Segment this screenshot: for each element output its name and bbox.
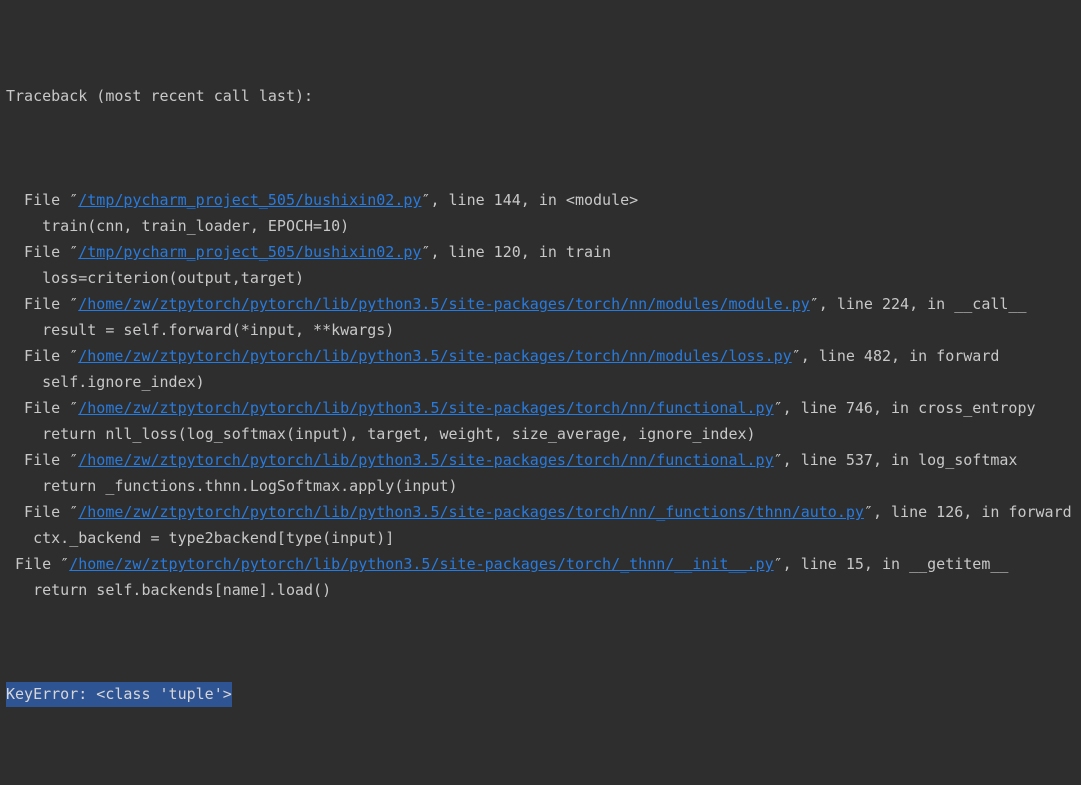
frame-suffix: ″, line 224, in __call__ [809,295,1027,313]
frame-suffix: ″, line 15, in __getitem__ [773,555,1009,573]
file-path-link[interactable]: /home/zw/ztpytorch/pytorch/lib/python3.5… [78,399,774,417]
frame-prefix: File ″ [6,347,79,365]
frame-prefix: File ″ [6,191,79,209]
traceback-code-line: return _functions.thnn.LogSoftmax.apply(… [0,473,1081,499]
traceback-header: Traceback (most recent call last): [6,87,314,105]
file-path-link[interactable]: /home/zw/ztpytorch/pytorch/lib/python3.5… [78,295,810,313]
frame-prefix: File ″ [6,295,79,313]
error-line[interactable]: KeyError: <class 'tuple'> [0,681,1081,707]
traceback-frame-line[interactable]: File ″/home/zw/ztpytorch/pytorch/lib/pyt… [0,551,1081,577]
traceback-frame-line[interactable]: File ″/home/zw/ztpytorch/pytorch/lib/pyt… [0,395,1081,421]
traceback-frame-line[interactable]: File ″/home/zw/ztpytorch/pytorch/lib/pyt… [0,499,1081,525]
traceback-frame-line[interactable]: File ″/tmp/pycharm_project_505/bushixin0… [0,239,1081,265]
frame-prefix: File ″ [6,451,79,469]
traceback-lines: File ″/tmp/pycharm_project_505/bushixin0… [0,187,1081,603]
traceback-frame-line[interactable]: File ″/home/zw/ztpytorch/pytorch/lib/pyt… [0,343,1081,369]
frame-suffix: ″, line 746, in cross_entropy [773,399,1036,417]
frame-prefix: File ″ [6,243,79,261]
file-path-link[interactable]: /home/zw/ztpytorch/pytorch/lib/python3.5… [78,503,864,521]
file-path-link[interactable]: /tmp/pycharm_project_505/bushixin02.py [78,191,422,209]
traceback-frame-line[interactable]: File ″/home/zw/ztpytorch/pytorch/lib/pyt… [0,447,1081,473]
traceback-frame-line[interactable]: File ″/home/zw/ztpytorch/pytorch/lib/pyt… [0,291,1081,317]
code-text: result = self.forward(*input, **kwargs) [6,321,395,339]
file-path-link[interactable]: /home/zw/ztpytorch/pytorch/lib/python3.5… [78,347,792,365]
file-path-link[interactable]: /home/zw/ztpytorch/pytorch/lib/python3.5… [69,555,774,573]
file-path-link[interactable]: /tmp/pycharm_project_505/bushixin02.py [78,243,422,261]
traceback-code-line: train(cnn, train_loader, EPOCH=10) [0,213,1081,239]
frame-suffix: ″, line 120, in train [421,243,612,261]
code-text: loss=criterion(output,target) [6,269,305,287]
code-text: ctx._backend = type2backend[type(input)] [6,529,395,547]
traceback-code-line: loss=criterion(output,target) [0,265,1081,291]
traceback-code-line: return self.backends[name].load() [0,577,1081,603]
frame-suffix: ″, line 144, in <module> [421,191,639,209]
frame-suffix: ″, line 482, in forward [791,347,1000,365]
error-line-text: KeyError: <class 'tuple'> [6,682,232,707]
traceback-code-line: self.ignore_index) [0,369,1081,395]
traceback-code-line: ctx._backend = type2backend[type(input)] [0,525,1081,551]
code-text: return nll_loss(log_softmax(input), targ… [6,425,756,443]
code-text: self.ignore_index) [6,373,205,391]
traceback-console[interactable]: Traceback (most recent call last): File … [0,0,1081,707]
frame-suffix: ″, line 537, in log_softmax [773,451,1018,469]
file-path-link[interactable]: /home/zw/ztpytorch/pytorch/lib/python3.5… [78,451,774,469]
traceback-code-line: return nll_loss(log_softmax(input), targ… [0,421,1081,447]
frame-prefix: File ″ [6,555,70,573]
frame-prefix: File ″ [6,399,79,417]
frame-suffix: ″, line 126, in forward [863,503,1072,521]
code-text: return _functions.thnn.LogSoftmax.apply(… [6,477,458,495]
frame-prefix: File ″ [6,503,79,521]
code-text: return self.backends[name].load() [6,581,332,599]
traceback-code-line: result = self.forward(*input, **kwargs) [0,317,1081,343]
code-text: train(cnn, train_loader, EPOCH=10) [6,217,350,235]
traceback-frame-line[interactable]: File ″/tmp/pycharm_project_505/bushixin0… [0,187,1081,213]
